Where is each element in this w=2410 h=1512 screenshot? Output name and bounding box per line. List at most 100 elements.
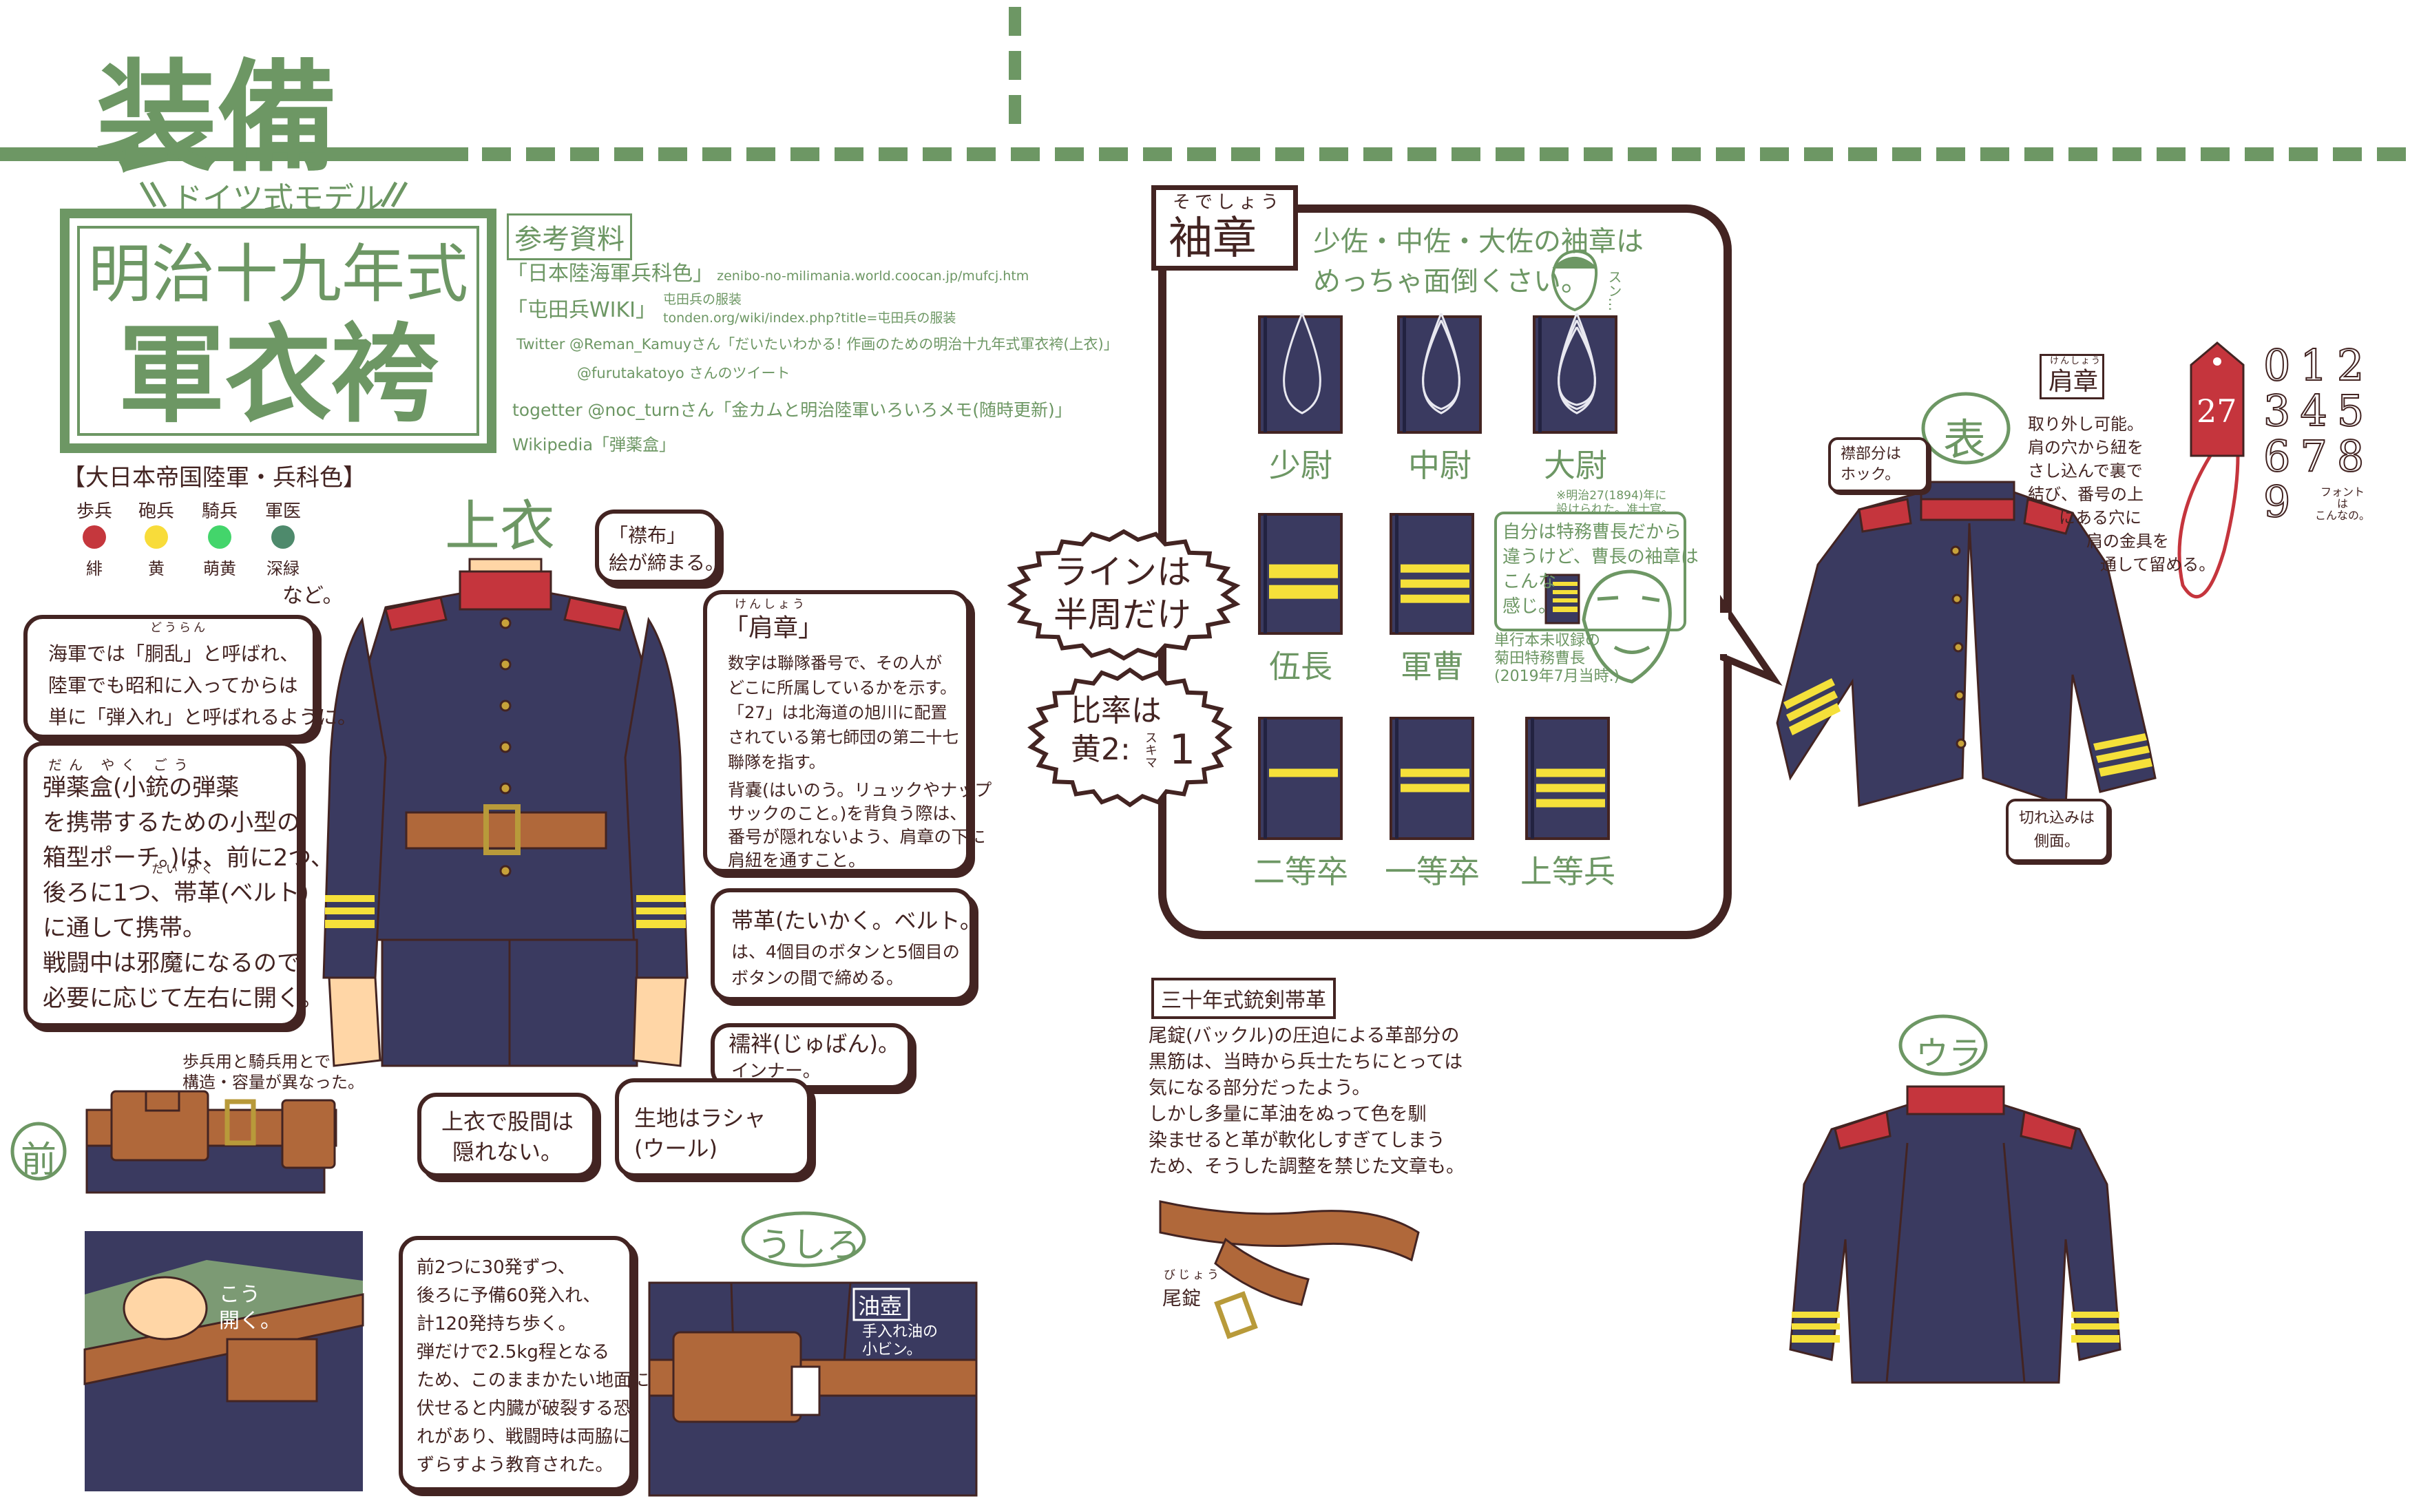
text-line: 小ビン。 [862, 1341, 922, 1358]
oil-pot-label: 油壺 [858, 1293, 903, 1319]
text-block: 背嚢(はいのう。リュックやナップサックのこと。)を背負う際は、番号が隠れないよう… [728, 779, 992, 872]
text-block: 弾薬盒(小銃の弾薬を携帯するための小型の箱型ポーチ。)は、前に2つ、後ろに1つ、… [43, 776, 334, 1022]
branch-name: 砲兵 [138, 501, 174, 522]
text-line: こんなの。 [2315, 509, 2371, 522]
text-line: しかし多量に革油をぬって色を馴 [1149, 1104, 1427, 1125]
sleeve-badge [1258, 717, 1343, 840]
sleeve-badges [1258, 313, 1617, 840]
text-line: 箱型ポーチ。)は、前に2つ、 [43, 844, 334, 872]
shoulder-box: けんしょう 肩章 [2040, 354, 2104, 399]
back-side-label-oval [1898, 1014, 1988, 1076]
text-line: 単行本未収録の [1494, 632, 1601, 649]
text-line: 陸軍でも昭和に入ってからは [48, 674, 298, 697]
text-line: 手入れ油の [862, 1323, 939, 1341]
text-line: 隠れない。 [452, 1139, 563, 1165]
bubble-ammo: 前2つに30発ずつ、後ろに予備60発入れ、計120発持ち歩く。弾だけで2.5kg… [399, 1236, 649, 1491]
ruby-bijou: びじょう [1164, 1268, 1222, 1282]
text-line: 戦闘中は邪魔になるので [43, 949, 300, 977]
branch-name: 騎兵 [201, 501, 238, 522]
epaulette-number: 27 [2197, 392, 2237, 430]
text-line: 黒筋は、当時から兵士たちにとっては [1149, 1051, 1463, 1073]
text-block: 少佐・中佐・大佐の袖章はめっちゃ面倒くさい。 [1313, 222, 1644, 302]
burst-bubble-line [1007, 529, 1241, 661]
text-line: 生地はラシャ [634, 1105, 766, 1131]
text-line: 自分は特務曹長だから [1502, 522, 1682, 543]
back-side-label: ウラ [1916, 1034, 1982, 1073]
text-line: 計120発持ち歩く。 [417, 1314, 576, 1334]
rank-label: 二等卒 [1253, 853, 1348, 890]
text-line: 少佐・中佐・大佐の袖章は [1313, 226, 1644, 258]
text-block: は、4個目のボタンと5個目のボタンの間で締める。 [731, 939, 960, 991]
sleeve-title: 袖章 [1169, 213, 1257, 264]
shoulder-box-title: 肩章 [2048, 368, 2099, 396]
text-line: ホック。 [1841, 466, 1900, 483]
header-solid-rule [0, 147, 468, 161]
text-line: どこに所属しているかを示す。 [728, 678, 957, 697]
bubble-fabric: 生地はラシャ(ウール) [615, 1078, 811, 1177]
rank-label: 軍曹 [1401, 648, 1464, 685]
text-block: 歩兵用と騎兵用とで構造・容量が異なった。 [182, 1051, 364, 1093]
nco-note-frame [1494, 512, 1686, 631]
text-line: 単に「弾入れ」と呼ばれるように。 [48, 706, 357, 728]
ruby-dourann: どうらん [150, 621, 208, 635]
front-label: 前 [21, 1140, 57, 1181]
text-line: 襟部分は [1841, 445, 1902, 463]
branch-name: 軍医 [264, 501, 301, 522]
branch-name: 歩兵 [76, 501, 112, 522]
text-line: 上衣で股間は [441, 1109, 574, 1135]
text-block: 前2つに30発ずつ、後ろに予備60発入れ、計120発持ち歩く。弾だけで2.5kg… [417, 1254, 649, 1480]
text-block: 手入れ油の小ビン。 [862, 1323, 938, 1359]
text-line: 肩紐を通すこと。 [728, 850, 866, 870]
type30-belt-illustration [1159, 1200, 1420, 1339]
shoulder-line: 肩の金具を [2086, 532, 2169, 551]
bubble-shoulder-strap: けんしょう 「肩章」 数字は聯隊番号で、その人がどこに所属しているかを示す。「2… [703, 590, 992, 873]
front-belt-pouches-illustration [85, 1090, 337, 1194]
nco-sample-badge [1544, 574, 1580, 624]
bubble-trousers: 上衣で股間は隠れない。 [417, 1093, 596, 1177]
text-line: ため、そうした調整を禁じた文章も。 [1149, 1156, 1465, 1177]
text-block: 自分は特務曹長だから違うけど、曹長の袖章はこんな感じ。 [1502, 520, 1699, 619]
sleeve-badge [1258, 513, 1343, 635]
ratio-gap-word: スキマ [1142, 731, 1157, 768]
branch-colors-suffix: など。 [282, 584, 344, 608]
branch-color-dot [271, 525, 295, 549]
rank-label: 一等卒 [1385, 853, 1480, 890]
text-line: 後ろに1つ、帯革(ベルト) [43, 879, 309, 907]
branch-color-name: 緋 [86, 559, 103, 578]
text-line: フォント [2320, 485, 2365, 498]
ratio-yellow: 黄2: [1071, 732, 1131, 767]
text-line: ずらすよう教育された。 [417, 1455, 614, 1476]
text-line: 絵が締まる。 [609, 552, 725, 574]
burst-ratio-line1: 比率は [1071, 693, 1162, 728]
branch-color-dot [145, 525, 168, 549]
text-block: 尾錠(バックル)の圧迫による革部分の黒筋は、当時から兵士たちにとっては気になる部… [1149, 1023, 1465, 1180]
text-line: 番号が隠れないよう、肩章の下に [728, 827, 986, 847]
bubble-belt: 帯革(たいかく。ベルト。) は、4個目のボタンと5個目のボタンの間で締める。 [711, 888, 979, 1001]
text-line: めっちゃ面倒くさい。 [1313, 266, 1589, 297]
reference-item: togetter @noc_turnさん「金カムと明治陸軍いろいろメモ(随時更新… [512, 400, 1072, 420]
tsukishima-face-sketch [1551, 249, 1598, 312]
reference-subtitle: 屯田兵の服装 [663, 292, 742, 307]
title-box-inner-frame [77, 226, 479, 436]
text-line: されている第七師団の第二十七 [728, 728, 959, 747]
font-sample-row: 012 [2263, 340, 2374, 390]
sleeve-badge [1390, 717, 1474, 840]
branch-color-name: 黄 [148, 559, 165, 578]
text-block: 生地はラシャ(ウール) [634, 1103, 766, 1164]
reference-url: tonden.org/wiki/index.php?title=屯田兵の服装 [663, 311, 956, 326]
ruby-kenshou: けんしょう [735, 598, 807, 611]
references-heading: 参考資料 [507, 213, 632, 260]
front-side-label: 表 [1943, 414, 1987, 465]
text-line: 「27」は北海道の旭川に配置 [728, 703, 947, 722]
branch-colors-heading: 【大日本帝国陸軍・兵科色】 [62, 464, 366, 492]
text-line: 前2つに30発ずつ、 [417, 1257, 576, 1278]
back-belt-pouch-illustration [648, 1281, 978, 1497]
branch-color-dot [208, 525, 231, 549]
text-line: 側面。 [2033, 833, 2079, 850]
text-block: 数字は聯隊番号で、その人がどこに所属しているかを示す。「27」は北海道の旭川に配… [728, 651, 958, 775]
text-line: 感じ。 [1502, 596, 1557, 617]
sleeve-badge [1525, 717, 1610, 840]
text-line: は [2337, 497, 2349, 510]
font-sample-row: 678 [2263, 431, 2374, 481]
